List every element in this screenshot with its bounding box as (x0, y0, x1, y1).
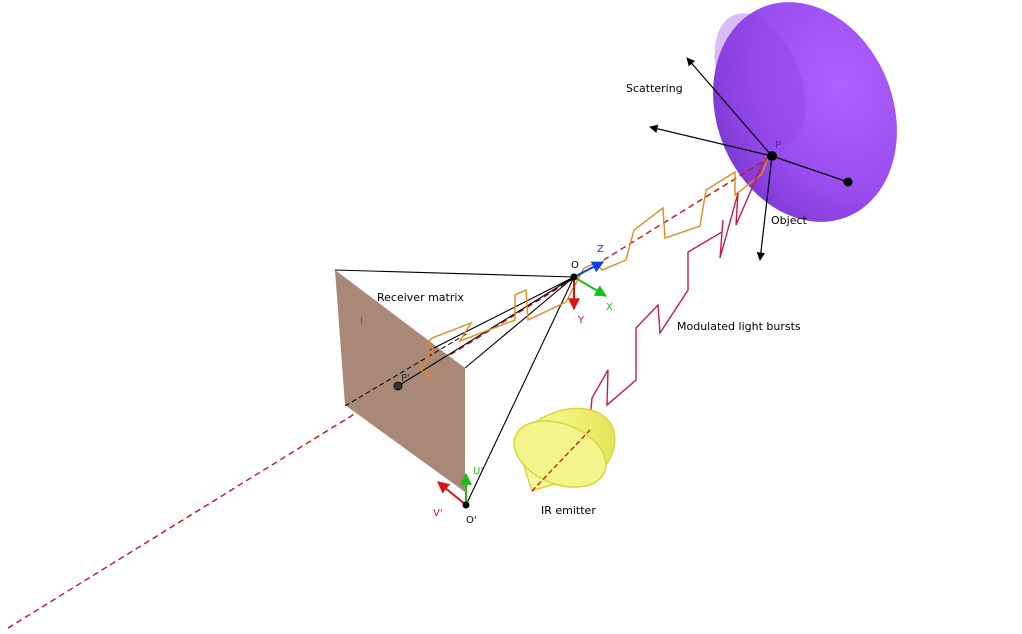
scatter-arrow-left (649, 124, 773, 157)
axis-u-label: U' (473, 466, 483, 477)
receiver-matrix-label: Receiver matrix (377, 291, 464, 304)
axis-z-label: Z (597, 244, 604, 255)
reflected-light-wave (420, 155, 769, 381)
axis-z-arrow (573, 261, 605, 278)
camera-axes (568, 261, 608, 311)
scatter-arrow-up (686, 57, 773, 157)
axis-x-label: X (606, 302, 613, 313)
scatter-arrow-down (756, 155, 773, 261)
scattering-arrows (649, 57, 849, 261)
axis-v-label: V' (433, 508, 443, 519)
point-p-label: P (775, 140, 781, 151)
origin-o-prime-label: O' (466, 515, 477, 526)
object-label: Object (771, 214, 808, 227)
point-p-prime-label: P' (401, 373, 410, 384)
origin-o-prime-dot (462, 501, 470, 509)
ir-emitter-label: IR emitter (541, 504, 596, 517)
point-p-dot (767, 151, 777, 161)
object-disc (713, 2, 897, 222)
axis-x-arrow (573, 276, 608, 297)
axis-v-arrow (437, 481, 467, 506)
scattering-label: Scattering (626, 82, 683, 95)
emitted-light-wave (589, 153, 771, 421)
point-p-prime-dot (393, 381, 403, 391)
object-center-dot (843, 177, 853, 187)
matrix-i-label: I (360, 316, 363, 327)
ir-emitter-cone (513, 407, 616, 492)
receiver-matrix-plane (335, 270, 465, 492)
modulated-light-label: Modulated light bursts (677, 320, 801, 333)
axis-y-label: Y (577, 315, 585, 326)
origin-o-dot (570, 273, 578, 281)
image-axes (437, 472, 472, 509)
object-normal (771, 155, 849, 183)
origin-o-label: O (571, 260, 579, 271)
